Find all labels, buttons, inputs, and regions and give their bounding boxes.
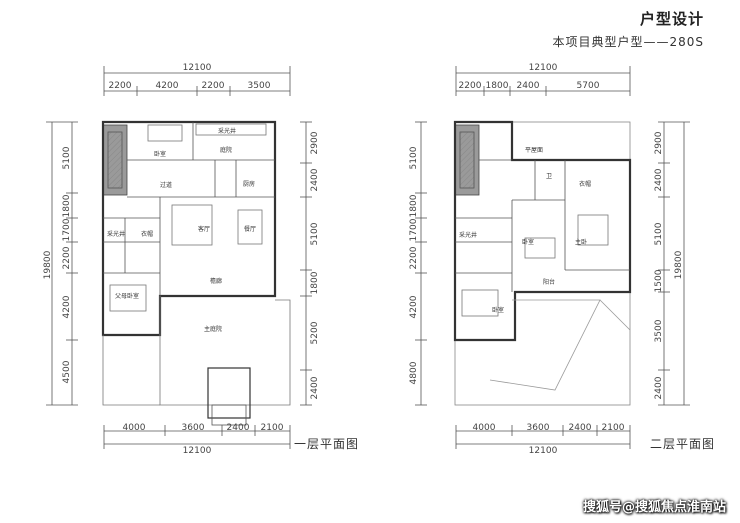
dim-left-seg: 2200 [409,246,419,269]
dim-right-total-2: 19800 [674,250,684,279]
dim-bottom-seg: 2100 [602,423,625,433]
dim-top-seg: 2200 [109,81,132,91]
dim-top-seg: 2200 [459,81,482,91]
dim-top-seg: 3500 [248,81,271,91]
dim-bottom-seg: 2400 [227,423,250,433]
dim-top-seg: 1800 [486,81,509,91]
dim-bottom-total-1: 12100 [183,446,212,456]
page-subtitle: 本项目典型户型——280S [552,35,704,49]
dim-right-seg: 2400 [310,168,320,191]
dim-bottom-seg: 2400 [569,423,592,433]
plan-1-label: 一层平面图 [294,437,360,451]
room-skylight: 采光井 [459,231,477,239]
room-kitchen: 厨房 [243,180,255,188]
dim-left-total-1: 19800 [43,250,53,279]
dim-left-seg: 5100 [409,146,419,169]
dim-right-seg: 5100 [654,222,664,245]
room-platform: 平屋面 [525,147,543,154]
dim-left-seg: 1800 [409,194,419,217]
dim-left-seg: 1700 [62,218,72,241]
room-bedroom-a: 卧室 [522,238,534,246]
room-dining: 餐厅 [244,225,256,233]
dim-bottom-seg: 3600 [527,423,550,433]
dim-left-seg: 1800 [62,194,72,217]
dim-right-seg: 2900 [654,131,664,154]
room-corridor: 过道 [160,181,172,189]
dim-left-seg: 2200 [62,246,72,269]
dim-top-seg: 4200 [156,81,179,91]
room-main-courtyard: 主庭院 [204,325,222,333]
room-skylight: 采光井 [218,127,236,135]
dim-right-seg: 1500 [654,269,664,292]
room-storage: 衣帽 [579,180,591,188]
room-skylight-left: 采光井 [107,230,125,238]
dim-left-seg: 1700 [409,218,419,241]
dim-bottom-seg: 4000 [123,423,146,433]
room-parents-bedroom: 父母卧室 [115,292,139,300]
dim-right-seg: 5200 [310,321,320,344]
dim-bottom-seg: 2100 [261,423,284,433]
room-bedroom: 卧室 [154,150,166,158]
dim-right-seg: 1800 [310,271,320,294]
dim-left-seg: 4200 [62,295,72,318]
dim-top-total-2: 12100 [529,63,558,73]
plan-2-label: 二层平面图 [650,437,716,451]
room-courtyard: 庭院 [220,146,232,154]
room-storage: 衣帽 [141,230,153,238]
dim-bottom-seg: 4000 [473,423,496,433]
plan-2 [415,66,690,449]
dim-right-seg: 3500 [654,319,664,342]
dim-right-seg: 2900 [310,131,320,154]
dim-top-total-1: 12100 [183,63,212,73]
dim-top-seg: 2400 [517,81,540,91]
dim-right-seg: 2400 [654,168,664,191]
room-bath: 卫 [546,173,552,180]
dim-left-seg: 4200 [409,295,419,318]
dim-right-seg: 2400 [310,376,320,399]
dim-top-seg: 5700 [577,81,600,91]
dim-right-seg: 2400 [654,376,664,399]
plan-1 [46,66,312,449]
dim-left-seg: 5100 [62,146,72,169]
page-title: 户型设计 [639,10,704,28]
room-master: 主卧 [575,238,587,246]
dim-right-seg: 5100 [310,222,320,245]
room-living: 客厅 [198,225,210,233]
room-terrace: 檐廊 [210,277,222,285]
dim-left-seg: 4800 [409,361,419,384]
dim-bottom-total-2: 12100 [529,446,558,456]
watermark: 搜狐号@搜狐焦点淮南站 [582,500,726,515]
room-bedroom-b: 卧室 [492,306,504,314]
dim-left-seg: 4500 [62,360,72,383]
dim-top-seg: 2200 [202,81,225,91]
room-balcony: 阳台 [543,278,555,286]
dim-bottom-seg: 3600 [182,423,205,433]
